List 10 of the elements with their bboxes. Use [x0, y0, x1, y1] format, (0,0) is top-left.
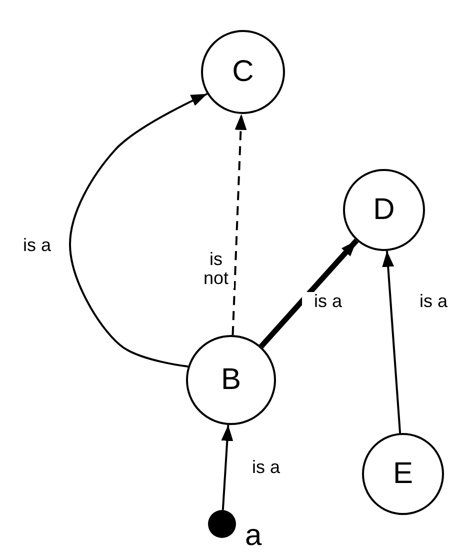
arrow	[382, 250, 402, 434]
node-label: B	[220, 365, 241, 395]
arrow	[259, 238, 359, 348]
point-label: a	[245, 521, 262, 551]
node-label: C	[232, 57, 254, 87]
arrow	[232, 114, 247, 336]
node-label: E	[392, 459, 413, 489]
point-dot	[208, 510, 236, 538]
node-label: D	[373, 195, 395, 225]
arrow	[69, 92, 208, 368]
